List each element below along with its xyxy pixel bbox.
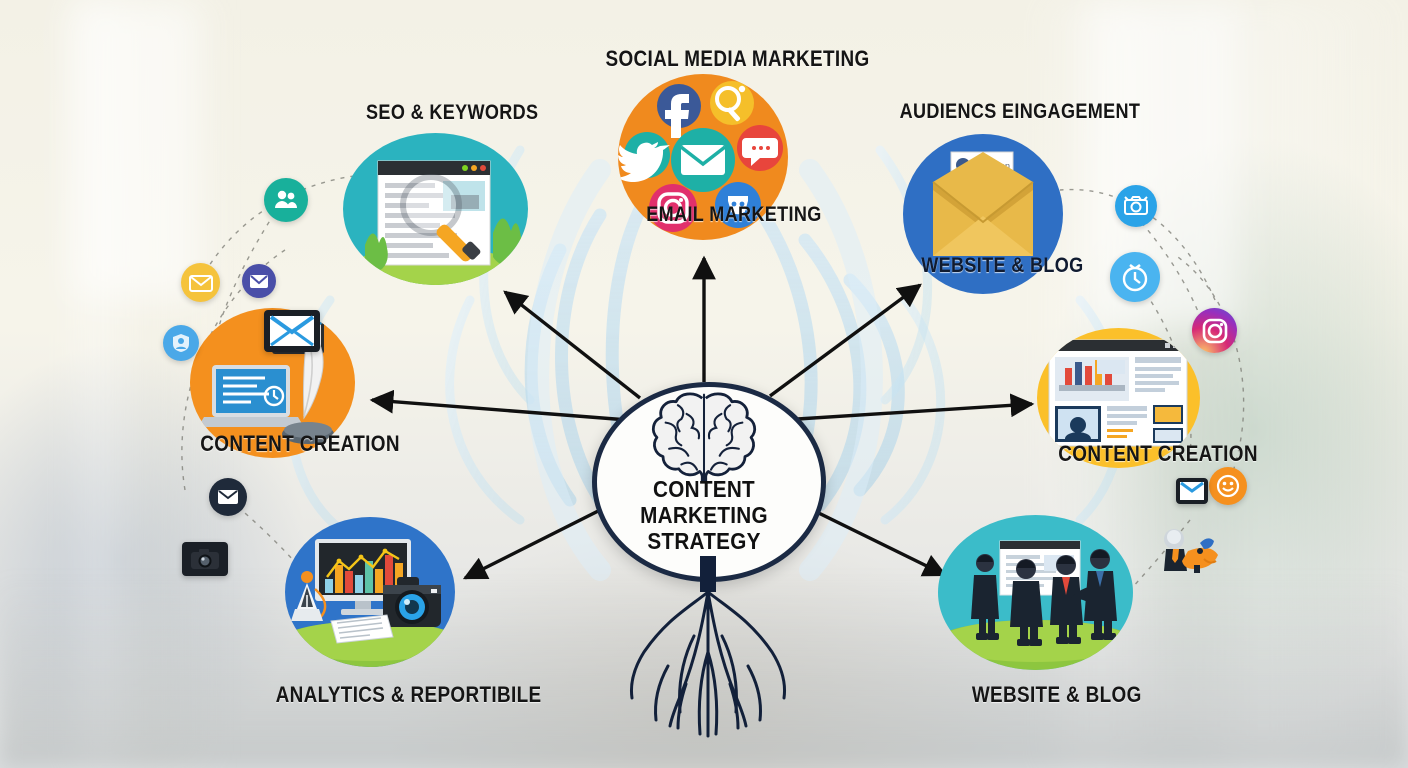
node-label-website-blog-bottom: WEBSITE & BLOG — [971, 682, 1142, 707]
open-envelope-letter-icon: Invitation — [932, 151, 1034, 256]
node-bubble-audiencs-eingagement: Invitation — [903, 134, 1063, 294]
share-icon — [715, 182, 761, 228]
facebook-icon — [657, 84, 701, 138]
envelope-icon — [269, 315, 315, 347]
center-title-line1: CONTENT MARKETING — [640, 476, 768, 528]
brain-icon — [651, 392, 757, 483]
node-bubble-analytics-reportibile — [285, 517, 455, 667]
accent-icon-envelope-dark[interactable] — [209, 478, 247, 516]
background-window-left — [70, 0, 200, 300]
web-dashboard-icon — [1048, 339, 1188, 447]
envelope-icon — [188, 274, 213, 292]
tree-roots — [630, 556, 786, 738]
node-bubble-seo-keywords — [343, 133, 528, 285]
accent-icon-envelope-blue-square[interactable] — [264, 310, 320, 352]
instagram-icon — [649, 184, 697, 232]
accent-icon-stopwatch[interactable] — [1110, 252, 1160, 302]
accent-icon-people[interactable] — [264, 178, 308, 222]
browser-magnifier-icon — [343, 160, 528, 285]
node-bubble-social-media-marketing — [618, 74, 788, 240]
people-icon — [275, 190, 297, 208]
search-icon — [710, 81, 754, 125]
accent-icon-envelope-navy[interactable] — [242, 264, 276, 298]
node-label-content-creation-right: CONTENT CREATION — [1058, 441, 1258, 466]
node-label-analytics-reportibile: ANALYTICS & REPORTIBILE — [275, 682, 542, 707]
chat-bubble-icon — [737, 125, 783, 171]
accent-icon-instagram[interactable] — [1192, 308, 1237, 353]
accent-icon-smiley[interactable] — [1209, 467, 1247, 505]
envelope-icon — [250, 274, 268, 288]
node-label-seo-keywords: SEO & KEYWORDS — [366, 101, 539, 124]
business-team-icon — [938, 540, 1133, 670]
envelope-icon — [218, 490, 238, 504]
document-icon — [330, 614, 394, 644]
envelope-icon — [1180, 481, 1204, 500]
node-label-website-blog-top: WEBSITE & BLOG — [921, 254, 1084, 277]
fountain-pen-icon — [291, 571, 327, 621]
accent-icon-camera-dark[interactable] — [182, 542, 228, 576]
camera-icon — [1124, 196, 1148, 215]
chart-monitor-camera-icon — [285, 539, 455, 667]
center-title-line2: STRATEGY — [647, 528, 761, 554]
accent-icon-shield-people[interactable] — [163, 325, 199, 361]
envelope-icon — [671, 128, 735, 192]
accent-icon-camera-blue[interactable] — [1115, 185, 1157, 227]
node-label-audiencs-eingagement: AUDIENCS EINGAGEMENT — [899, 100, 1141, 123]
node-bubble-website-blog-bottom — [938, 515, 1133, 670]
person-megaphone-icon — [1164, 529, 1218, 573]
node-label-social-media-marketing: SOCIAL MEDIA MARKETING — [605, 46, 870, 71]
node-bubble-content-creation-right — [1037, 328, 1200, 468]
node-label-email-marketing: EMAIL MARKETING — [646, 203, 822, 226]
social-icons-cluster — [618, 81, 783, 232]
smiley-icon — [1216, 474, 1240, 498]
accent-icon-person-orange — [1160, 525, 1226, 573]
accent-icon-envelope-yellow[interactable] — [181, 263, 220, 302]
center-title: CONTENT MARKETING STRATEGY — [603, 476, 805, 554]
shield-people-icon — [173, 334, 189, 352]
camera-icon — [191, 549, 219, 569]
stopwatch-icon — [1122, 263, 1148, 292]
node-label-content-creation-left: CONTENT CREATION — [200, 431, 400, 456]
camera-icon — [383, 577, 441, 627]
accent-icon-envelope-right[interactable] — [1176, 478, 1208, 504]
twitter-icon — [618, 132, 670, 182]
instagram-icon — [1202, 318, 1227, 343]
